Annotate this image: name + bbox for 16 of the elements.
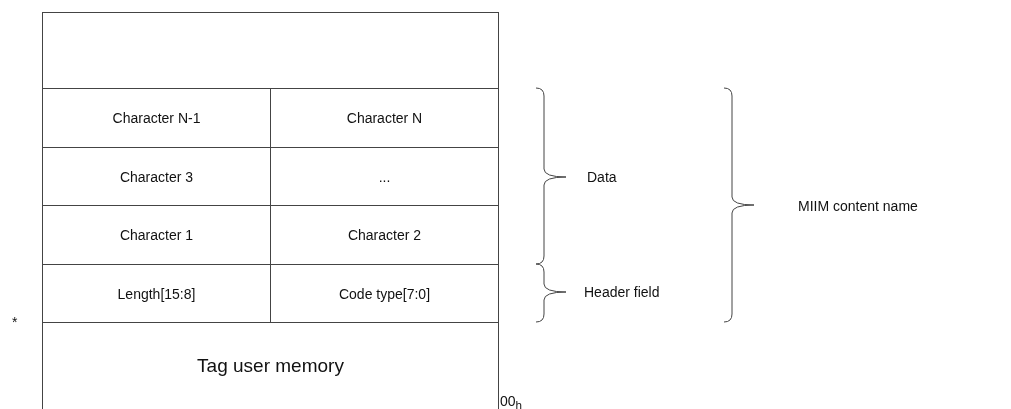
cell-text: Character 2 (347, 227, 422, 243)
cell-text: Code type[7:0] (338, 285, 431, 302)
label-text: * (12, 314, 18, 330)
label-text: Header field (584, 284, 660, 300)
label-text: Data (587, 169, 617, 185)
label-text: 00$_{h}$ (500, 392, 523, 409)
memory-cell (42, 322, 499, 409)
cell-text: Tag user memory (197, 355, 344, 377)
cell-text: Character 3 (119, 168, 194, 185)
cell-text: Character N (346, 110, 423, 126)
cell-text: ... (378, 168, 391, 185)
memory-cell (42, 12, 499, 89)
cell-text: Character 1 (119, 227, 194, 243)
cell-text: Character N-1 (112, 110, 201, 126)
cell-text: Length[15:8] (117, 285, 196, 302)
label-text: MIIM content name (798, 198, 918, 214)
